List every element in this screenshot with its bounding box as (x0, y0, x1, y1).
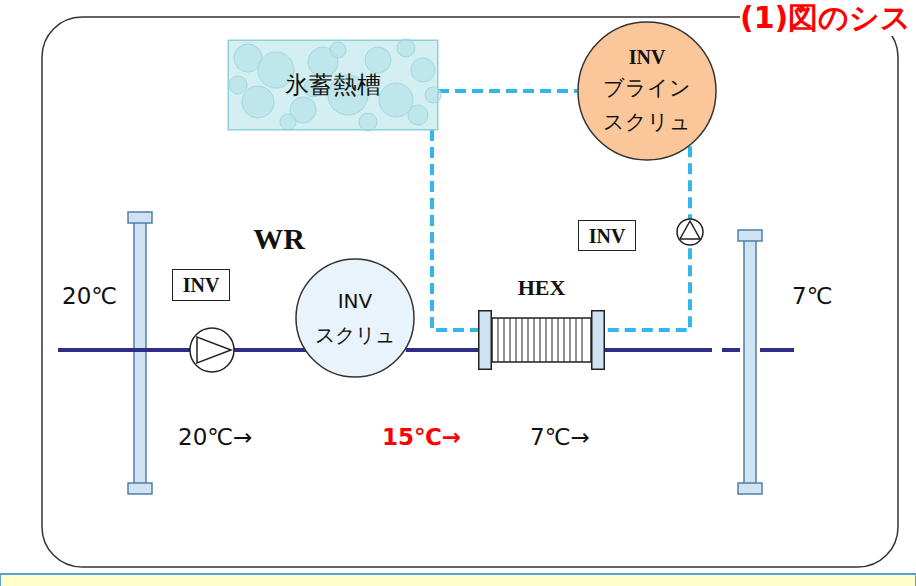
ice-bubble (411, 58, 435, 82)
screw-chiller-circle: INV スクリュWR (295, 258, 415, 378)
water-pipe (58, 348, 794, 352)
node-heading-holder: WR (249, 224, 309, 254)
node-content: INV スクリュ (295, 258, 415, 378)
plate-line (564, 318, 565, 362)
node-text: INV (629, 42, 666, 72)
supply-header (128, 212, 152, 494)
ice-bubble (425, 87, 441, 103)
node-text: ブライン スクリュ (597, 72, 697, 139)
inverter-box: INV (578, 220, 636, 251)
pump-symbol (190, 328, 234, 372)
temperature-label: 15℃→ (382, 424, 461, 452)
ice-bubble (379, 83, 413, 117)
pump-symbol (677, 219, 703, 245)
plate-line (498, 318, 499, 362)
node-text: 氷蓄熱槽 (285, 71, 381, 100)
inverter-box: INV (172, 269, 230, 301)
plate-line (570, 318, 571, 362)
plate-line (582, 318, 583, 362)
brine-chiller-circle: INVブライン スクリュ (577, 21, 717, 161)
circle-body (296, 259, 414, 377)
ice-bubble (330, 42, 346, 58)
temperature-label: 20℃→ (178, 424, 252, 452)
ice-bubble (365, 47, 391, 73)
plate-line (540, 318, 541, 362)
plate-line (552, 318, 553, 362)
node-content: 氷蓄熱槽 (228, 40, 438, 130)
slide-heading-fragment: (1)図のシス (740, 0, 911, 36)
temperature-label: 7℃→ (530, 424, 590, 452)
plate-line (516, 318, 517, 362)
temperature-label: 20℃ (62, 283, 117, 311)
ice-storage-tank: 氷蓄熱槽 (228, 40, 438, 130)
plate-line (510, 318, 511, 362)
plate-line (546, 318, 547, 362)
ice-bubble (280, 114, 296, 130)
note-band (0, 574, 916, 586)
water-pipe (406, 348, 478, 352)
node-text: INV (589, 225, 626, 247)
ice-bubble (408, 105, 428, 125)
ice-bubble (397, 39, 415, 57)
plate-line (504, 318, 505, 362)
brine-line (438, 89, 577, 93)
end-plate (592, 311, 605, 370)
end-plate (479, 311, 492, 370)
node-content: INV (579, 221, 635, 250)
node-heading: HEX (518, 276, 566, 300)
plate-pack (492, 318, 591, 362)
ice-bubble (359, 113, 377, 131)
brine-line (432, 130, 478, 330)
plate-line (534, 318, 535, 362)
node-text: INV スクリュ (310, 284, 400, 352)
plate-line (558, 318, 559, 362)
node-heading-holder: HEX (478, 276, 605, 300)
plate-line (522, 318, 523, 362)
system-frame (42, 17, 898, 567)
node-content: INVブライン スクリュ (577, 21, 717, 161)
plate-line (528, 318, 529, 362)
node-content: INV (173, 270, 229, 300)
return-header (738, 230, 762, 494)
ice-bubble (229, 76, 247, 94)
node-content (478, 310, 605, 370)
node-text: INV (183, 274, 220, 296)
heat-exchanger: HEX (478, 310, 605, 370)
circle-outline (295, 258, 415, 378)
circle-body (578, 22, 716, 160)
ice-bubble (242, 86, 274, 118)
temperature-label: 7℃ (792, 283, 832, 311)
node-heading: WR (253, 224, 305, 254)
plate-line (576, 318, 577, 362)
hex-outline (478, 310, 605, 370)
